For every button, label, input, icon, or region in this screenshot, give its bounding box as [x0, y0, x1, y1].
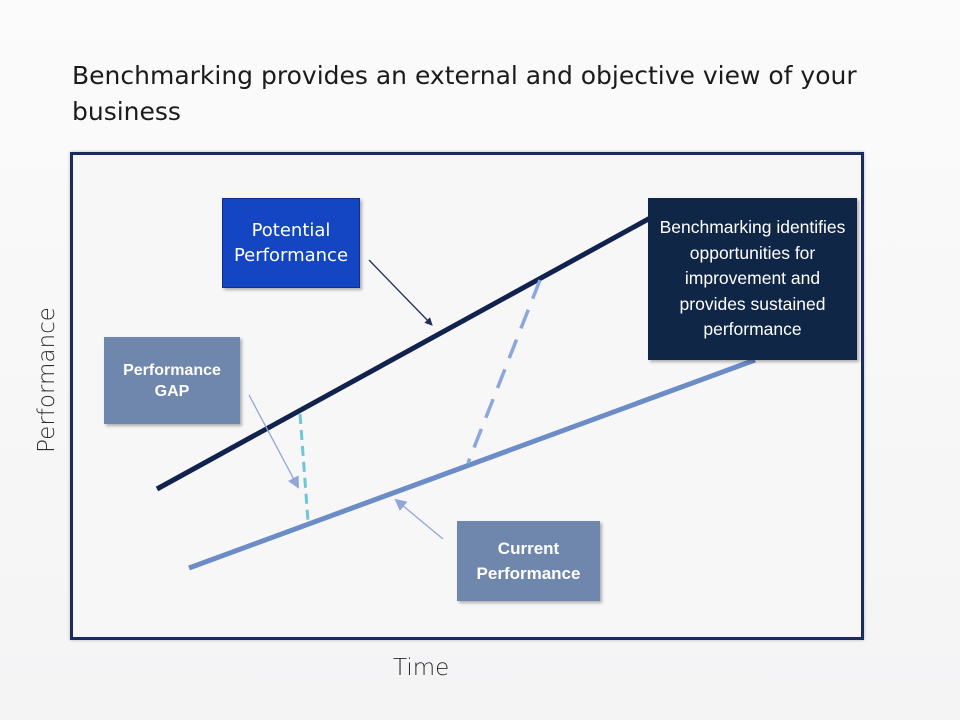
benchmarking-note-label: Benchmarking identifies opportunities fo… [659, 217, 846, 340]
current-performance-label: Current Performance [476, 539, 581, 583]
potential-performance-label: Potential Performance [233, 220, 349, 266]
gap-pointer-arrow [248, 394, 299, 489]
current-performance-line [188, 357, 756, 571]
performance-gap-dash [298, 413, 310, 522]
potential-performance-line [155, 214, 654, 492]
performance-gap-label: Performance GAP [123, 361, 221, 400]
slide-title: Benchmarking provides an external and ob… [72, 61, 857, 126]
x-axis-label: Time [393, 655, 450, 681]
potential-pointer-arrow [368, 259, 433, 326]
current-pointer-arrow [394, 498, 444, 540]
performance-gap-box: Performance GAP [104, 337, 240, 424]
current-performance-box: Current Performance [457, 521, 600, 601]
potential-performance-box: Potential Performance [222, 198, 360, 288]
improvement-dash [466, 279, 542, 464]
benchmarking-note-box: Benchmarking identifies opportunities fo… [648, 198, 857, 360]
y-axis-label: Performance [34, 307, 60, 453]
